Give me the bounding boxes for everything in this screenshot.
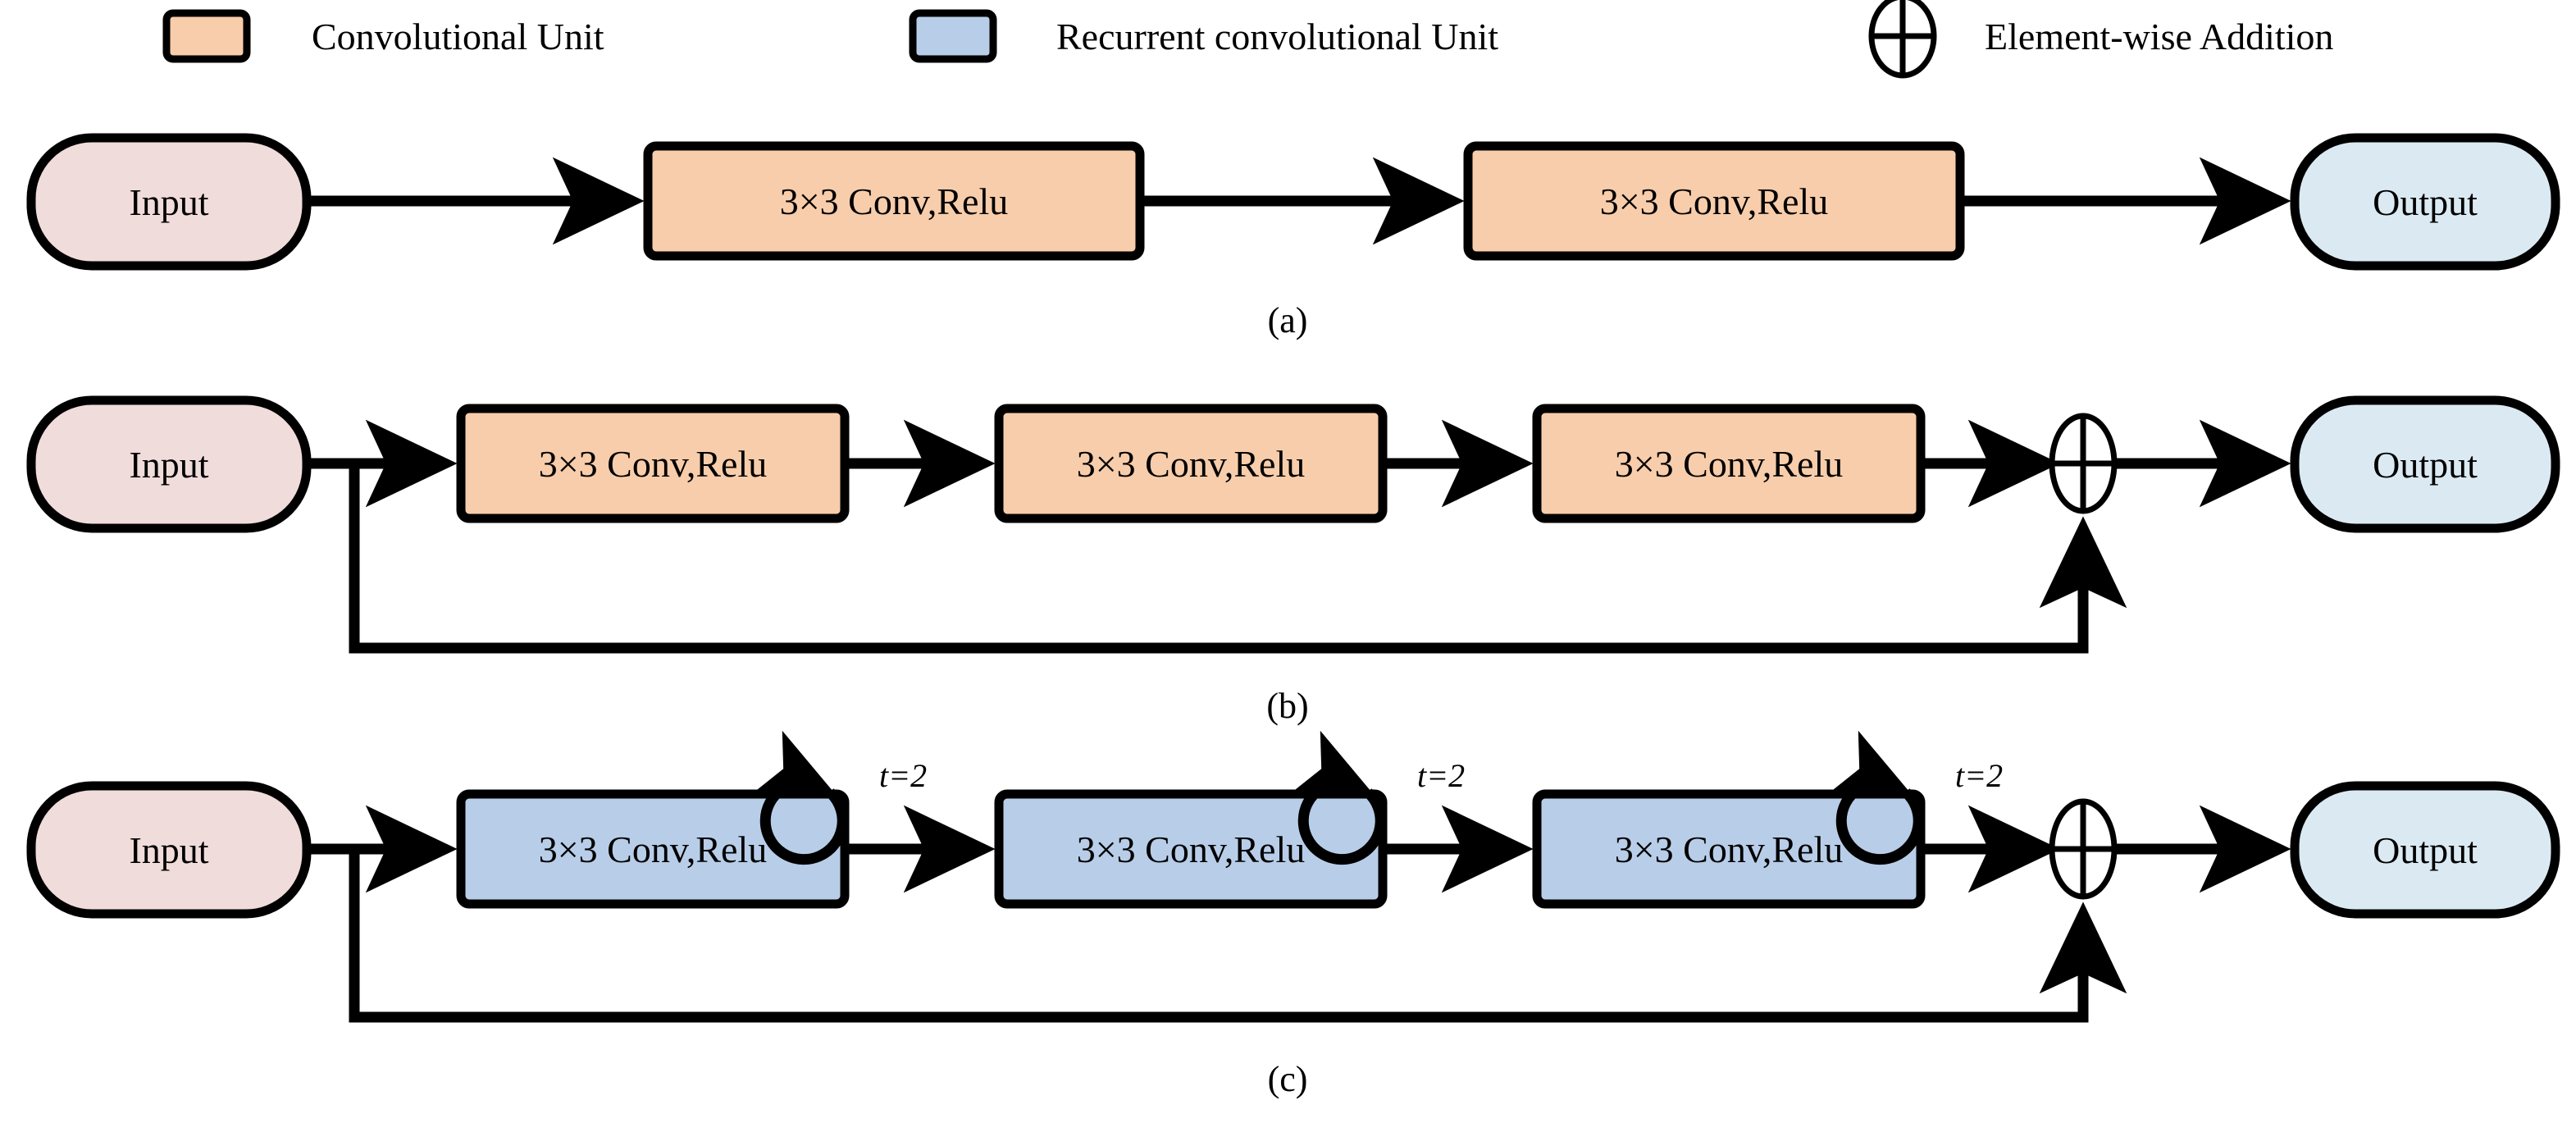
row-b-shapes xyxy=(26,395,2560,654)
row-a-shapes xyxy=(26,133,2560,271)
row-b-block-1 xyxy=(456,404,850,523)
legend-swatch-recurrent-convolutional-unit xyxy=(909,9,997,63)
row-c-recurrence-loop-1 xyxy=(753,730,848,865)
row-a-block-1 xyxy=(643,141,1145,261)
legend-symbol-element-wise-addition xyxy=(1868,0,1937,79)
row-c-block-2 xyxy=(994,789,1388,909)
row-c-recurrence-loop-3 xyxy=(1829,730,1924,865)
row-c-skip-connection xyxy=(349,849,2127,1023)
row-c-recurrence-loop-2 xyxy=(1291,730,1386,865)
row-a-block-2 xyxy=(1463,141,1965,261)
row-a-output-node xyxy=(2290,133,2560,271)
row-c-block-1 xyxy=(456,789,850,909)
row-b-block-3 xyxy=(1532,404,1926,523)
row-b-input-node xyxy=(26,395,312,533)
row-c-adder-symbol xyxy=(2049,798,2118,900)
row-b-adder-symbol xyxy=(2049,413,2118,514)
row-c-input-node xyxy=(26,781,312,919)
row-c-shapes xyxy=(26,730,2560,1023)
row-a-input-node xyxy=(26,133,312,271)
row-c-block-3 xyxy=(1532,789,1926,909)
row-c-output-node xyxy=(2290,781,2560,919)
legend-swatch-convolutional-unit xyxy=(162,9,251,63)
row-b-skip-connection xyxy=(349,463,2127,654)
row-b-block-2 xyxy=(994,404,1388,523)
row-b-output-node xyxy=(2290,395,2560,533)
